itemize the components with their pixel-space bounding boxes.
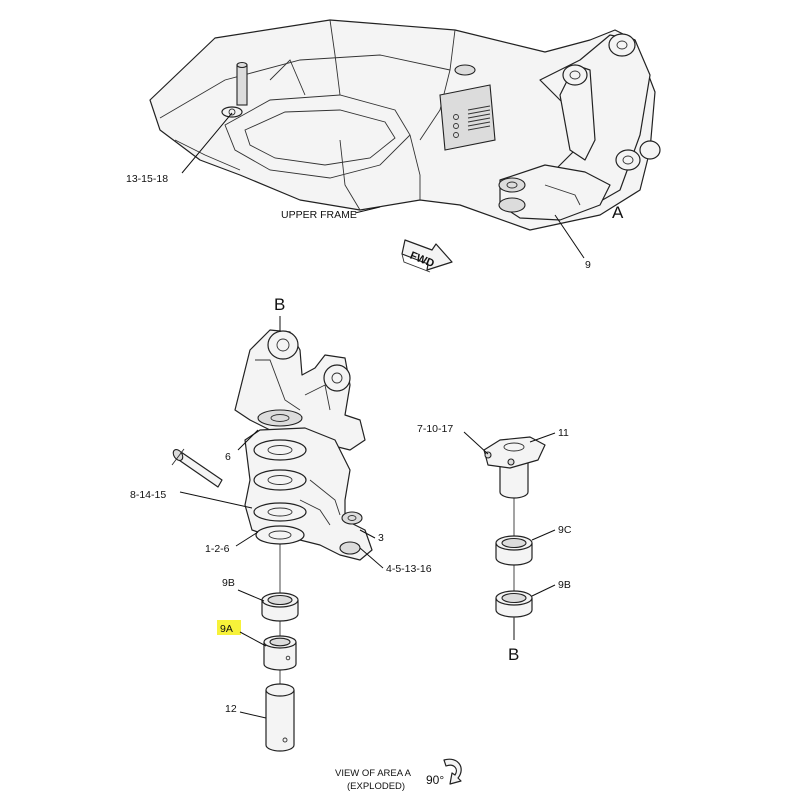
label-upper-frame: UPPER FRAME (281, 209, 357, 221)
callout-b-top: B (274, 295, 285, 314)
view-title-line2: (EXPLODED) (347, 781, 405, 792)
label-9b-right: 9B (558, 579, 571, 591)
label-13-15-18: 13-15-18 (126, 173, 168, 185)
label-area-a: A (612, 203, 624, 222)
label-12: 12 (225, 703, 237, 715)
highlight-9a (217, 620, 241, 635)
callout-b-bottom: B (508, 645, 519, 664)
bushing-9c (495, 535, 533, 566)
bushing-9b-right (495, 590, 533, 618)
right-assembly-callouts: 7-10-17 11 9C 9B B (417, 423, 572, 664)
label-1-2-6: 1-2-6 (205, 543, 230, 555)
pin-8-14-15 (171, 448, 223, 488)
label-8-14-15: 8-14-15 (130, 489, 166, 501)
rotation-arrow-icon (443, 758, 462, 785)
bushing-9a (263, 635, 297, 671)
view-caption: VIEW OF AREA A (EXPLODED) 90° (335, 758, 462, 792)
label-3: 3 (378, 532, 384, 544)
label-7-10-17: 7-10-17 (417, 423, 453, 435)
view-title-line1: VIEW OF AREA A (335, 768, 412, 779)
upper-frame-callouts: 13-15-18 UPPER FRAME 9 A (126, 112, 624, 271)
label-9c: 9C (558, 524, 572, 536)
left-assembly-callouts: B 6 8-14-15 1-2-6 3 4-5-13-16 9B 9A 12 (130, 295, 432, 719)
exploded-assembly-left (171, 318, 373, 752)
label-11: 11 (558, 427, 569, 439)
label-6: 6 (225, 451, 231, 463)
upper-frame-drawing (149, 19, 661, 231)
bushing-9b-left (261, 592, 299, 622)
label-9: 9 (585, 259, 591, 271)
label-4-5-13-16: 4-5-13-16 (386, 563, 432, 575)
exploded-assembly-right (483, 436, 546, 640)
label-9a: 9A (220, 623, 233, 635)
pin-12 (265, 683, 295, 752)
fwd-arrow: FWD (401, 239, 453, 273)
label-9b-left: 9B (222, 577, 235, 589)
vent-slots (453, 105, 491, 138)
rotation-label: 90° (426, 773, 444, 787)
sleeve-11 (483, 436, 546, 499)
